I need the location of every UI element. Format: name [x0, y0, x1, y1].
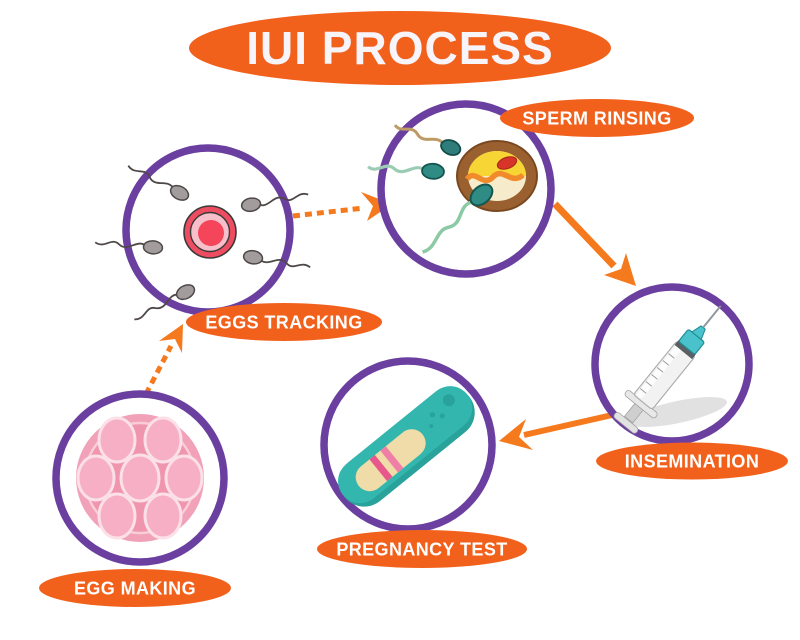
page-title: IUI PROCESS	[246, 22, 554, 74]
follicle	[97, 492, 137, 540]
sperm-rinsing-label: SPERM RINSING	[522, 109, 671, 129]
eggs-tracking-label: EGGS TRACKING	[205, 313, 362, 333]
sperm-cell-entering	[421, 183, 494, 254]
follicle	[143, 492, 183, 540]
hub-cone	[690, 325, 706, 341]
egg-wave	[464, 170, 525, 184]
syringe-shadow	[629, 397, 727, 427]
insemination-label: INSEMINATION	[625, 452, 759, 472]
diagram-title-banner: IUI PROCESS	[189, 11, 611, 85]
barrel-band	[674, 340, 696, 360]
barrel-highlight	[637, 344, 682, 398]
ovary-follicles-icon	[76, 414, 204, 542]
label-pregnancy-test: PREGNANCY TEST	[317, 530, 527, 568]
label-egg-making: EGG MAKING	[39, 569, 231, 607]
node-insemination	[591, 283, 753, 445]
sperm-approaching-egg-icon	[93, 159, 313, 326]
node-pregnancy-test	[320, 357, 496, 533]
needle	[702, 305, 722, 329]
stick-dot	[439, 413, 445, 419]
follicle	[97, 416, 137, 464]
pregnancy-test-label: PREGNANCY TEST	[336, 540, 507, 560]
egg-cell	[183, 205, 237, 259]
sperm-fertilizing-egg-icon	[367, 124, 538, 254]
stick-dot-large	[442, 394, 455, 407]
syringe-scale-marks	[639, 353, 675, 394]
title-ellipse	[189, 11, 611, 85]
arrow-egg-making-to-eggs-tracking	[143, 324, 183, 396]
sperm-cell-tan	[393, 124, 462, 156]
follicle	[143, 416, 183, 464]
result-line-1	[369, 454, 393, 482]
syringe-icon	[613, 305, 727, 434]
stick-dot	[429, 424, 434, 429]
arrow-sperm-rinsing-to-insemination	[552, 201, 636, 286]
result-line-2	[380, 446, 404, 473]
pregnancy-test-stick-icon	[338, 386, 475, 507]
follicle	[119, 453, 161, 503]
node-egg-making	[52, 390, 228, 566]
stick-dot	[429, 412, 436, 418]
follicle	[164, 454, 204, 502]
follicle	[76, 454, 116, 502]
egg-making-label: EGG MAKING	[74, 579, 196, 599]
node-sperm-rinsing	[367, 100, 555, 278]
label-sperm-rinsing: SPERM RINSING	[500, 99, 694, 137]
arrow-eggs-tracking-to-sperm-rinsing	[292, 192, 392, 221]
follicle-cluster	[76, 416, 204, 540]
egg-nucleus	[496, 156, 518, 170]
node-eggs-tracking	[93, 144, 313, 326]
plunger-cap	[613, 412, 639, 434]
label-eggs-tracking: EGGS TRACKING	[186, 303, 382, 341]
sperm-cell-teal	[367, 162, 445, 180]
label-insemination: INSEMINATION	[596, 442, 788, 480]
arrow-insemination-to-pregnancy-test	[499, 410, 622, 450]
